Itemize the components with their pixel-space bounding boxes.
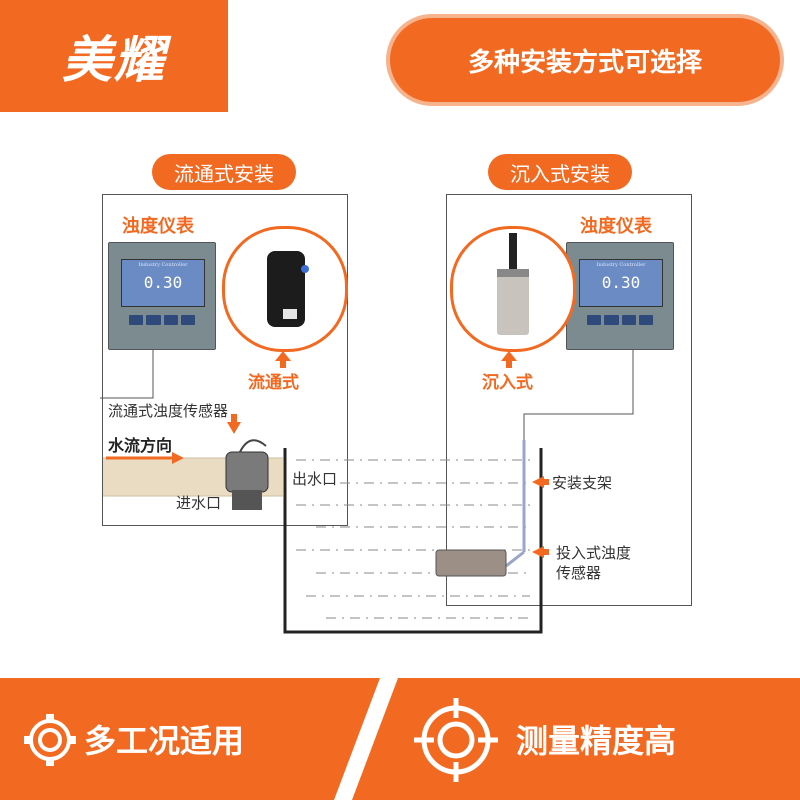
immersion-sensor [435, 549, 507, 577]
installation-diagram [100, 346, 634, 634]
meter-keypad [129, 315, 195, 325]
immersion-style-label: 沉入式 [482, 373, 533, 393]
outlet-label: 出水口 [292, 470, 338, 488]
feature-label-high-precision: 测量精度高 [516, 722, 677, 760]
immersion-sensor-label-2: 传感器 [556, 564, 602, 582]
flow-section-label: 流通式安装 [152, 154, 296, 190]
immersion-meter-title: 浊度仪表 [580, 216, 652, 237]
tagline-pill: 多种安装方式可选择 [386, 14, 784, 106]
feature-band [0, 678, 800, 800]
immersion-sensor-label-1: 投入式浊度 [556, 544, 632, 562]
water-direction-label: 水流方向 [108, 436, 173, 455]
immersion-section-label: 沉入式安装 [488, 154, 632, 190]
flow-sensor-label: 流通式浊度传感器 [108, 402, 229, 420]
feature-label-multi-condition: 多工况适用 [84, 722, 245, 760]
gear-icon [24, 714, 76, 766]
flow-cell-sensor-icon [267, 251, 309, 327]
brand-block [0, 0, 228, 112]
flow-meter-title: 浊度仪表 [122, 216, 194, 237]
flow-turbidity-meter: Industry Controller 0.30 [108, 242, 216, 350]
band-divider [334, 678, 398, 800]
immersion-sensor-photo-circle [450, 226, 576, 352]
meter-screen: Industry Controller 0.30 [121, 259, 205, 307]
water-tank [283, 448, 543, 634]
flow-sensor-photo-circle [222, 226, 348, 352]
immersion-turbidity-meter: Industry Controller 0.30 [566, 242, 674, 350]
flow-sensor [225, 439, 269, 510]
brand-logo: 美耀 [62, 31, 166, 89]
target-icon [414, 698, 498, 782]
meter-keypad [587, 315, 653, 325]
immersion-probe-icon [497, 233, 529, 335]
meter-screen: Industry Controller 0.30 [579, 259, 663, 307]
inlet-label: 进水口 [176, 494, 222, 512]
flow-style-label: 流通式 [248, 373, 299, 393]
bracket-label: 安装支架 [552, 474, 613, 492]
